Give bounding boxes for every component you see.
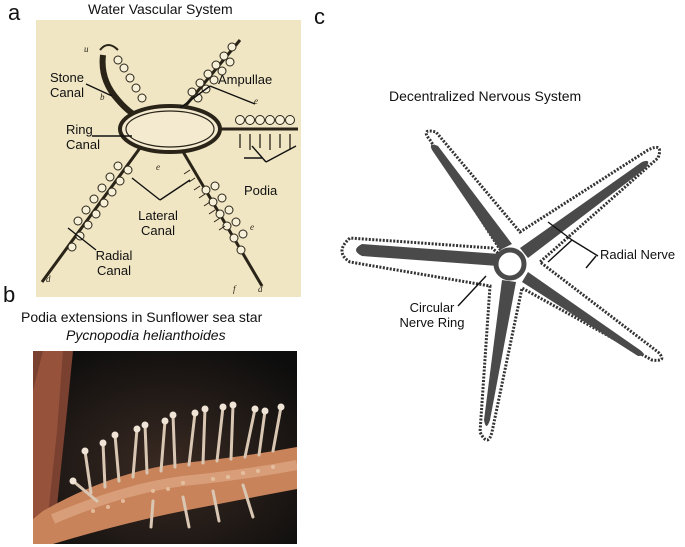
ampullae-cluster-right [235, 115, 295, 125]
podia-comb-lower [183, 169, 226, 231]
sketch-letter-f: f [233, 284, 237, 294]
label-radial-canal: Radial Canal [95, 248, 133, 278]
panel-b-title: Podia extensions in Sunflower sea star [21, 309, 263, 325]
sketch-letter-d2: d [258, 284, 263, 294]
panel-c-title: Decentralized Nervous System [389, 88, 582, 104]
label-stone-canal: Stone Canal [50, 70, 84, 100]
panel-c-leader-lines [457, 221, 599, 307]
label-ampullae: Ampullae [218, 72, 273, 87]
ampullae-cluster-left [113, 55, 147, 103]
ampullae-cluster-lower-right [201, 181, 248, 255]
label-ring-canal: Ring Canal [66, 122, 100, 152]
sketch-letter-u: u [84, 44, 89, 54]
radial-nerve-upper-right [520, 160, 649, 258]
radial-nerve-right [522, 272, 644, 356]
radial-nerves [356, 144, 649, 426]
podia-cluster-right [239, 134, 291, 150]
sketch-letter-e3: e [250, 222, 254, 232]
label-radial-nerve: Radial Nerve [600, 247, 676, 262]
sketch-letter-b: b [100, 92, 105, 102]
label-circular-nerve-ring: Circular Nerve Ring [399, 300, 465, 330]
panel-a-leader-lines [67, 83, 297, 251]
panel-b-subtitle: Pycnopodia helianthoides [66, 327, 226, 343]
ampullae-cluster-upper [187, 42, 237, 103]
ampullae-cluster-lower-left [67, 161, 133, 252]
sketch-letter-e2: e [156, 162, 160, 172]
panel-a-title: Water Vascular System [88, 1, 233, 17]
radial-nerve-upper-left [430, 144, 512, 250]
label-podia: Podia [244, 183, 278, 198]
sketch-letter-d1: d [46, 274, 51, 284]
sunflower-sea-star-photo [33, 351, 297, 544]
radial-nerve-bottom [484, 280, 516, 426]
panel-letter-c: c [314, 4, 325, 29]
label-lateral-canal: Lateral Canal [138, 208, 178, 238]
radial-nerve-left [356, 244, 500, 266]
panel-letter-a: a [8, 0, 21, 25]
circular-nerve-ring-shape [493, 247, 527, 281]
sketch-letter-e1: e [254, 96, 258, 106]
panel-letter-b: b [3, 282, 16, 307]
